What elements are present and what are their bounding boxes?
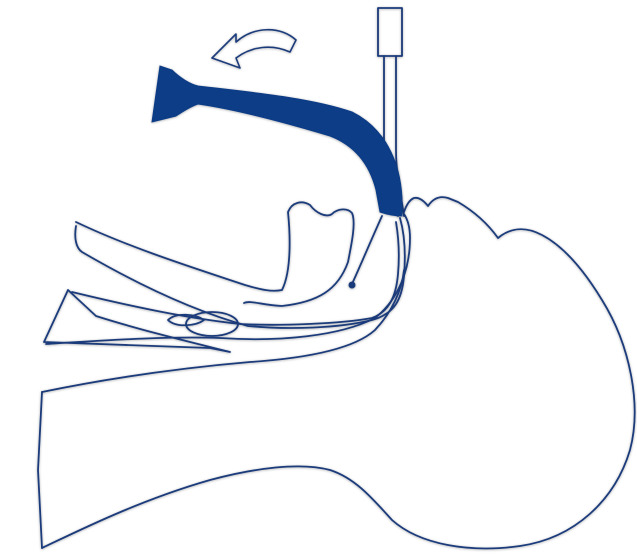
stylet-handle: [377, 7, 403, 57]
trachea-line: [45, 213, 411, 345]
laryngoscope-blade: [151, 65, 403, 217]
upper-airway-wall: [74, 217, 406, 329]
arytenoid-shape: [167, 313, 205, 327]
tongue-palate-outline: [75, 201, 355, 307]
guide-line: [351, 215, 383, 285]
curved-arrow-icon: [211, 29, 297, 69]
guide-line-tip: [348, 281, 356, 289]
inner-pharynx-line: [71, 221, 400, 326]
neck-left-edge: [37, 391, 43, 549]
epiglottis-wedge: [43, 289, 231, 353]
lower-neck-line: [41, 269, 405, 393]
vocal-cord-ellipse: [185, 311, 239, 337]
head-profile-outline: [41, 196, 636, 550]
